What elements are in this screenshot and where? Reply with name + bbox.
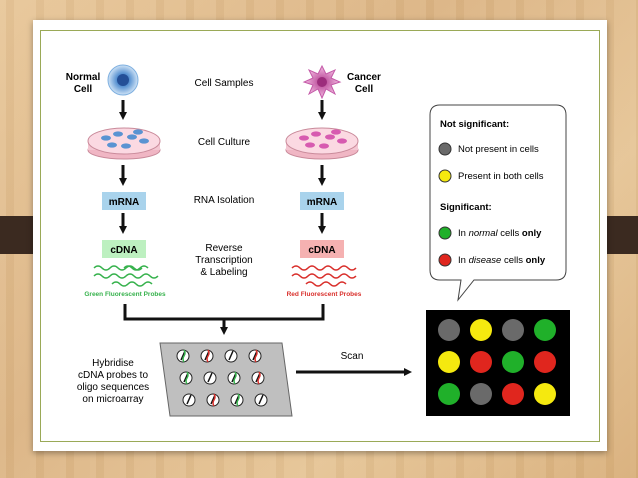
result-dot-grey bbox=[470, 383, 492, 405]
step-reverse-transcription-2: Transcription bbox=[195, 255, 252, 266]
result-dot-green bbox=[438, 383, 460, 405]
hybridise-line-4: on microarray bbox=[82, 394, 143, 405]
result-dot-red bbox=[502, 383, 524, 405]
probe-spot bbox=[203, 371, 217, 385]
probe-spot bbox=[182, 393, 196, 407]
left-binder-tab bbox=[0, 216, 36, 254]
step-cell-culture: Cell Culture bbox=[198, 137, 251, 148]
slide-frame bbox=[40, 30, 600, 442]
probe-spot bbox=[251, 371, 265, 385]
result-dot-red bbox=[534, 351, 556, 373]
legend-grey-dot bbox=[438, 142, 452, 156]
step-cell-samples: Cell Samples bbox=[195, 78, 254, 89]
result-dot-red bbox=[470, 351, 492, 373]
merge-connector bbox=[123, 304, 325, 321]
cancer-petri-dish bbox=[285, 127, 359, 160]
cdna-box-left bbox=[102, 240, 146, 258]
normal-cell-label-line1: Normal bbox=[66, 72, 101, 83]
cdna-label-right: cDNA bbox=[308, 245, 335, 256]
red-probes-caption: Red Fluorescent Probes bbox=[287, 291, 362, 298]
probe-spot bbox=[176, 349, 190, 363]
probe-spot bbox=[224, 349, 238, 363]
result-dot-green bbox=[534, 319, 556, 341]
legend-bubble bbox=[429, 104, 567, 302]
cancer-cell-label-line2: Cell bbox=[355, 84, 374, 95]
legend-red-dot bbox=[438, 253, 452, 267]
cdna-box-right bbox=[300, 240, 344, 258]
cancer-cell-icon bbox=[302, 64, 342, 100]
legend-grey-label: Not present in cells bbox=[458, 144, 539, 155]
legend-yellow-label: Present in both cells bbox=[458, 171, 544, 182]
legend-yellow-dot bbox=[438, 169, 452, 183]
result-dot-grey bbox=[438, 319, 460, 341]
step-reverse-transcription-3: & Labeling bbox=[200, 267, 247, 278]
probe-spot bbox=[227, 371, 241, 385]
probe-spot bbox=[254, 393, 268, 407]
cdna-label-left: cDNA bbox=[110, 245, 137, 256]
legend-significant-title: Significant: bbox=[440, 202, 492, 213]
probe-spot bbox=[179, 371, 193, 385]
normal-cell-icon bbox=[107, 64, 139, 96]
step-reverse-transcription-1: Reverse bbox=[205, 243, 243, 254]
probe-spot bbox=[230, 393, 244, 407]
hybridise-line-3: oligo sequences bbox=[77, 382, 149, 393]
result-dot-yellow bbox=[438, 351, 460, 373]
result-dot-yellow bbox=[534, 383, 556, 405]
right-binder-tab bbox=[602, 216, 638, 254]
legend-red-label: In disease cells only bbox=[458, 255, 546, 266]
result-dot-green bbox=[502, 351, 524, 373]
legend-green-dot bbox=[438, 226, 452, 240]
probe-spot bbox=[248, 349, 262, 363]
probe-spot bbox=[206, 393, 220, 407]
result-dots bbox=[438, 319, 556, 405]
result-dot-grey bbox=[502, 319, 524, 341]
legend-green-label: In normal cells only bbox=[458, 228, 542, 239]
red-probe-waves bbox=[291, 265, 357, 287]
mrna-box-right bbox=[300, 192, 344, 210]
probe-spots bbox=[176, 349, 268, 407]
cancer-cell-label-line1: Cancer bbox=[347, 72, 381, 83]
probe-spot bbox=[200, 349, 214, 363]
mrna-label-left: mRNA bbox=[109, 197, 140, 208]
mrna-box-left bbox=[102, 192, 146, 210]
green-probe-waves bbox=[93, 265, 159, 287]
legend-not-significant-title: Not significant: bbox=[440, 119, 509, 130]
mrna-label-right: mRNA bbox=[307, 197, 338, 208]
result-dot-yellow bbox=[470, 319, 492, 341]
normal-petri-dish bbox=[87, 127, 161, 160]
normal-cell-label-line2: Cell bbox=[74, 84, 93, 95]
step-rna-isolation: RNA Isolation bbox=[194, 195, 255, 206]
green-probes-caption: Green Fluorescent Probes bbox=[84, 291, 166, 298]
hybridise-line-2: cDNA probes to bbox=[78, 370, 148, 381]
scan-label: Scan bbox=[341, 351, 364, 362]
hybridise-line-1: Hybridise bbox=[92, 358, 134, 369]
